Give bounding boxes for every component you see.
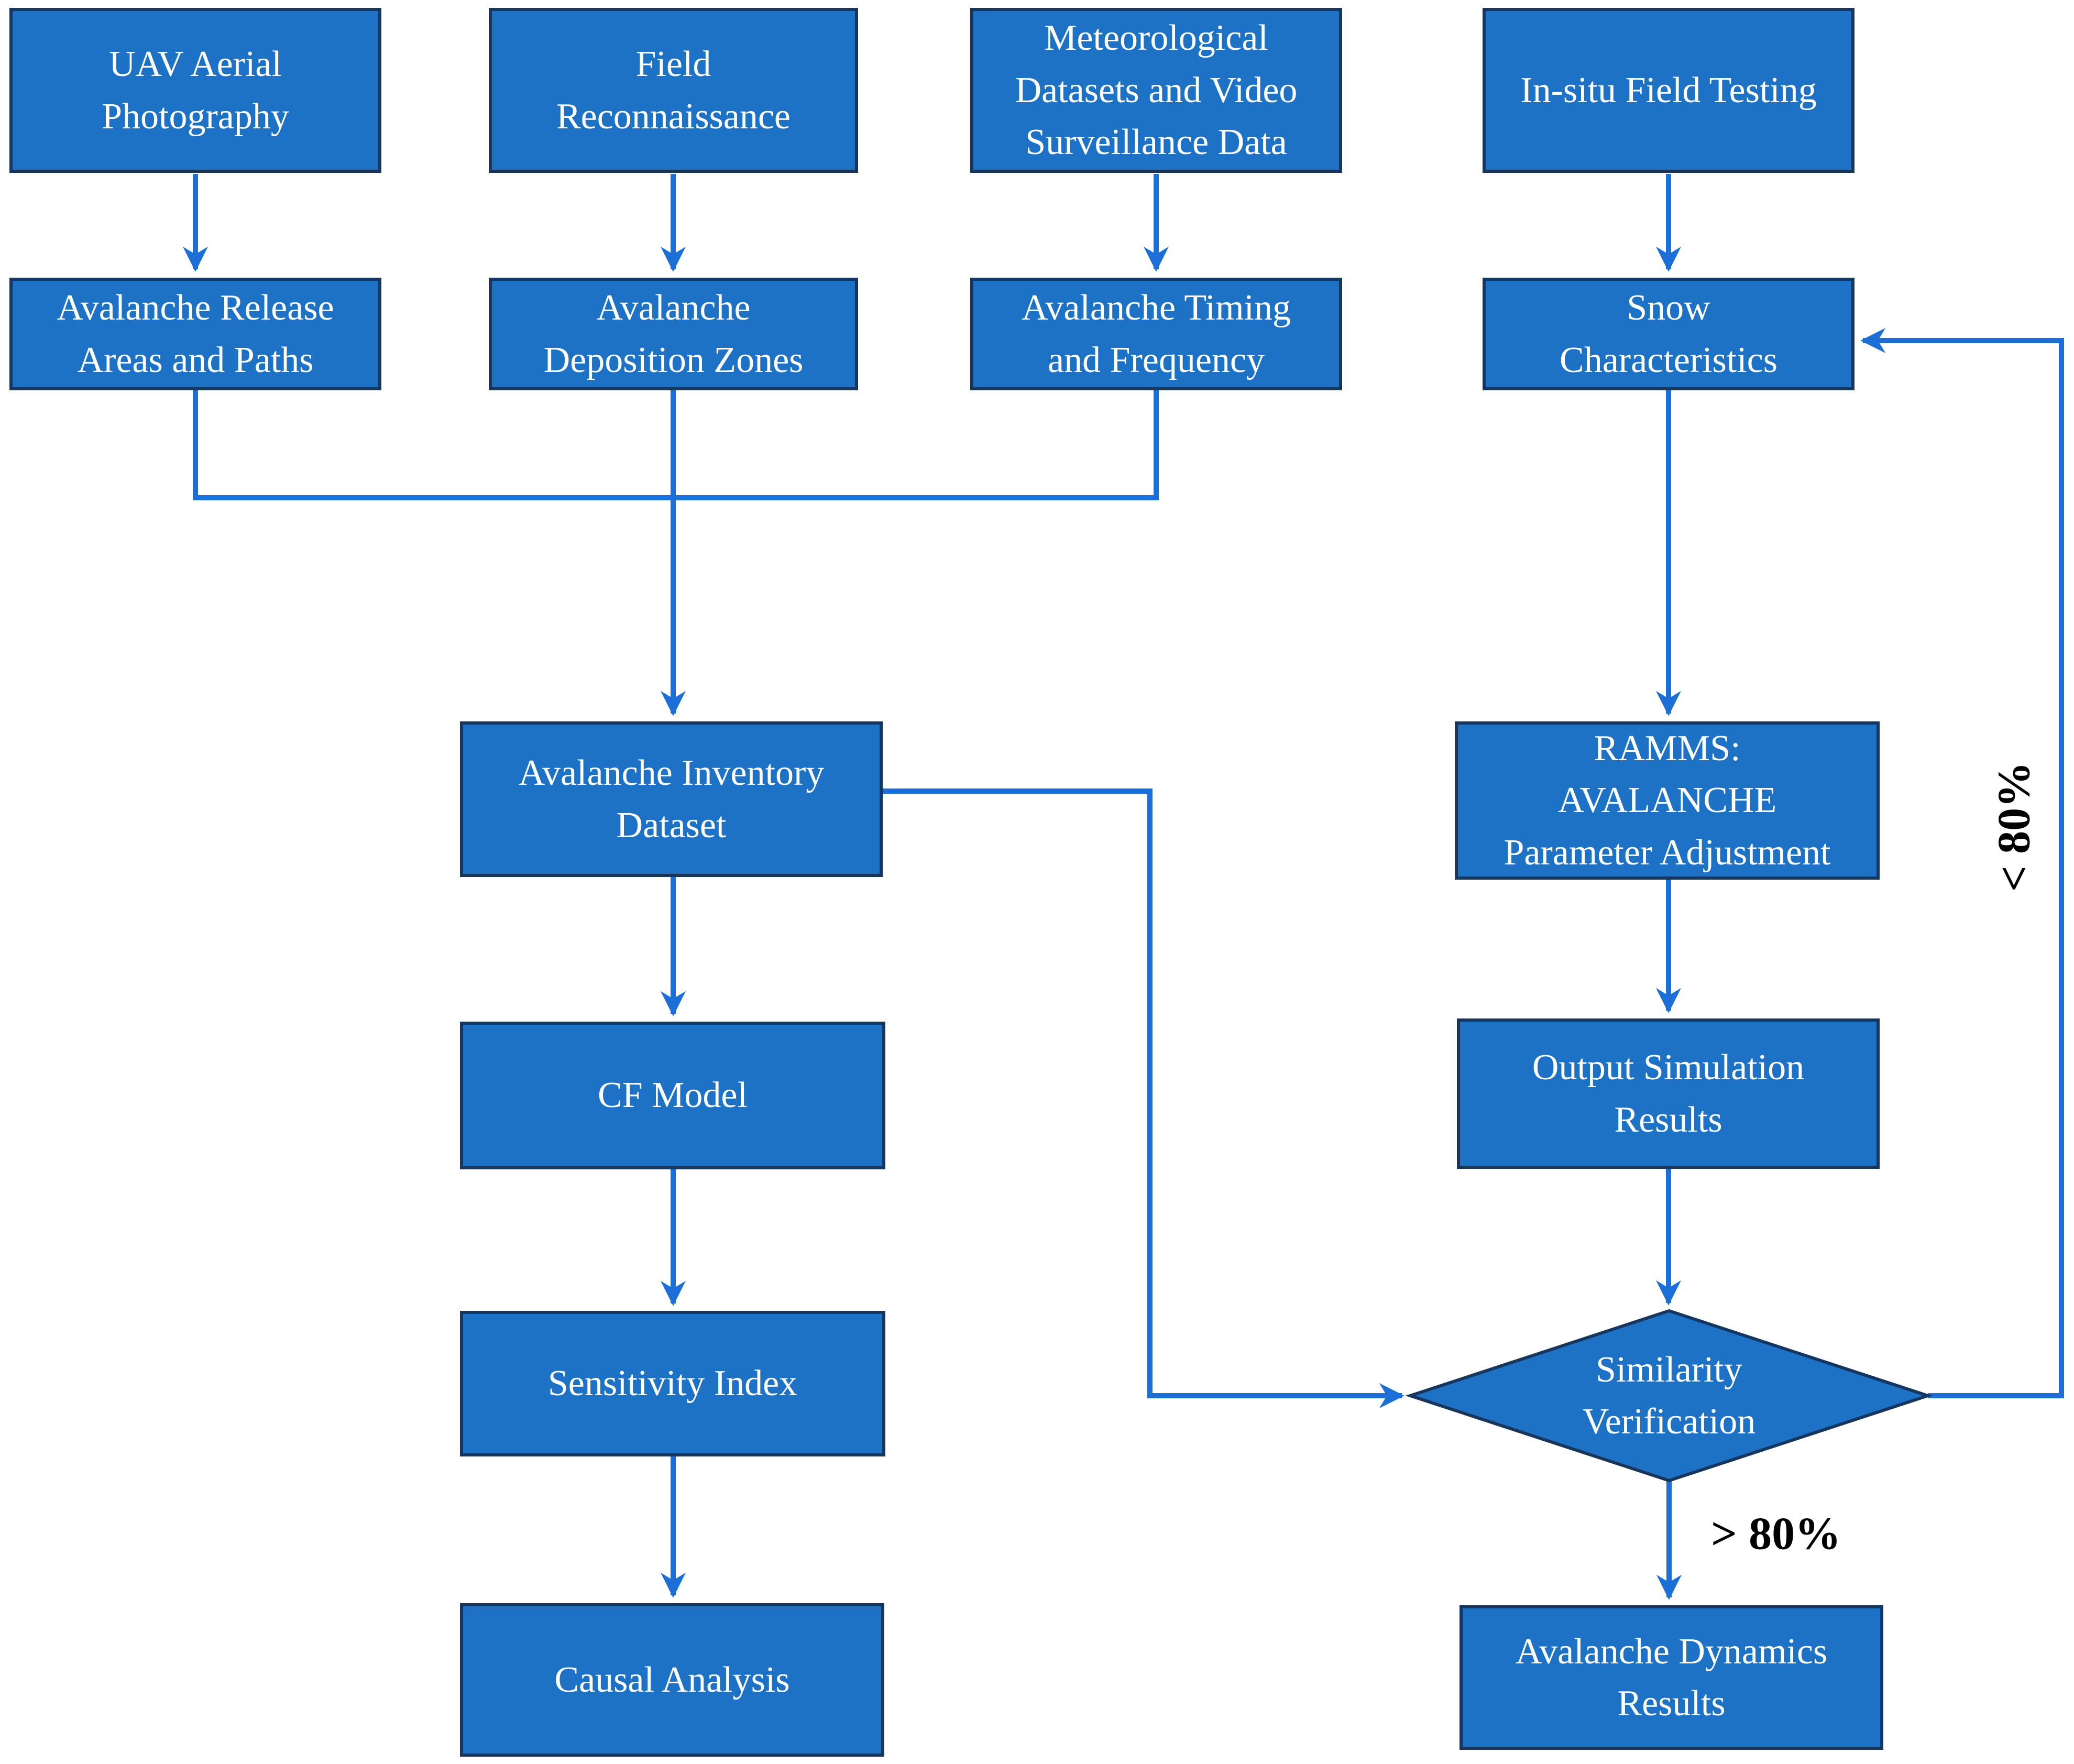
edge-label-less-than-80-percent: < 80% [1989, 761, 2040, 892]
edge-inventory-to-similarity [883, 788, 1404, 1409]
node-avalanche-deposition-zones: Avalanche Deposition Zones [489, 278, 858, 390]
edge-similarity-feedback-to-snow [1860, 327, 2064, 1398]
edge-label-greater-than-80-percent: > 80% [1710, 1508, 1841, 1560]
node-meteorological-datasets: Meteorological Datasets and Video Survei… [970, 8, 1342, 173]
node-field-reconnaissance: Field Reconnaissance [489, 8, 858, 173]
node-avalanche-inventory-dataset: Avalanche Inventory Dataset [460, 721, 883, 877]
node-uav-aerial-photography: UAV Aerial Photography [9, 8, 381, 173]
node-ramms-avalanche-parameter-adjustment: RAMMS: AVALANCHE Parameter Adjustment [1455, 721, 1880, 880]
node-causal-analysis: Causal Analysis [460, 1603, 884, 1757]
node-snow-characteristics: Snow Characteristics [1483, 278, 1854, 390]
similarity-verification-diamond [1405, 1309, 1933, 1483]
node-sensitivity-index: Sensitivity Index [460, 1311, 885, 1456]
node-cf-model: CF Model [460, 1022, 885, 1169]
node-similarity-verification-label: Similarity Verification [1582, 1349, 1756, 1442]
node-avalanche-release-areas: Avalanche Release Areas and Paths [9, 278, 381, 390]
node-avalanche-timing-frequency: Avalanche Timing and Frequency [970, 278, 1342, 390]
node-avalanche-dynamics-results: Avalanche Dynamics Results [1460, 1605, 1883, 1750]
node-insitu-field-testing: In-situ Field Testing [1483, 8, 1854, 173]
node-output-simulation-results: Output Simulation Results [1457, 1018, 1880, 1169]
